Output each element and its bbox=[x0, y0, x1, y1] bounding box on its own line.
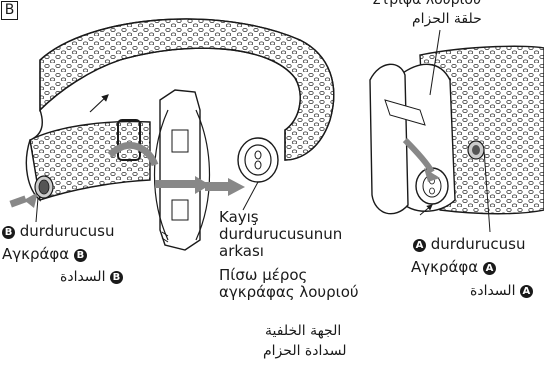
stopper-a-label-turkish: A durdurucusu bbox=[413, 235, 526, 253]
strap-stopper-back-el-2: αγκράφας λουριού bbox=[219, 283, 359, 301]
stopper-a-marker: A bbox=[413, 239, 426, 252]
belt-ring-label-greek: Στρίφα λουρίου bbox=[372, 0, 481, 9]
stopper-b-label-arabic: B السدادة bbox=[60, 268, 123, 286]
strap-stopper-back-tr-3: arkası bbox=[219, 242, 264, 260]
strap-stopper-back-tr-2: durdurucusunun bbox=[219, 225, 342, 243]
strap-stopper-back-tr-1: Kayış bbox=[219, 208, 259, 226]
stopper-b-marker-greek: B bbox=[74, 249, 87, 262]
gray-arrow-shaft bbox=[155, 180, 197, 188]
perforated-strap-right bbox=[370, 30, 544, 232]
stopper-b-label-turkish: B durdurucusu bbox=[2, 222, 115, 240]
stopper-b-marker: B bbox=[2, 226, 15, 239]
strap-stopper-back-ar-1: الجهة الخلفية bbox=[265, 322, 341, 340]
stopper-a-label-arabic: A السدادة bbox=[470, 282, 533, 300]
stopper-a-marker-greek: A bbox=[483, 262, 496, 275]
gray-arrow-head-2 bbox=[228, 178, 245, 196]
strap-stopper-back bbox=[238, 138, 278, 210]
belt-ring-label-arabic: حلقة الحزام bbox=[412, 10, 482, 28]
panel-letter: B bbox=[1, 1, 18, 20]
stopper-a-label-greek: Αγκράφα A bbox=[411, 258, 496, 276]
stopper-b-marker-arabic: B bbox=[110, 271, 123, 284]
gray-arrow-stopper-b-shaft bbox=[9, 195, 26, 207]
stopper-b-label-greek: Αγκράφα B bbox=[2, 245, 87, 263]
strap-stopper-back-ar-2: لسدادة الحزام bbox=[263, 342, 347, 360]
holder-strap bbox=[155, 90, 210, 250]
stopper-a-marker-arabic: A bbox=[520, 285, 533, 298]
strap-stopper-back-el-1: Πίσω μέρος bbox=[219, 266, 307, 284]
gray-arrow-shaft-2 bbox=[205, 182, 229, 191]
